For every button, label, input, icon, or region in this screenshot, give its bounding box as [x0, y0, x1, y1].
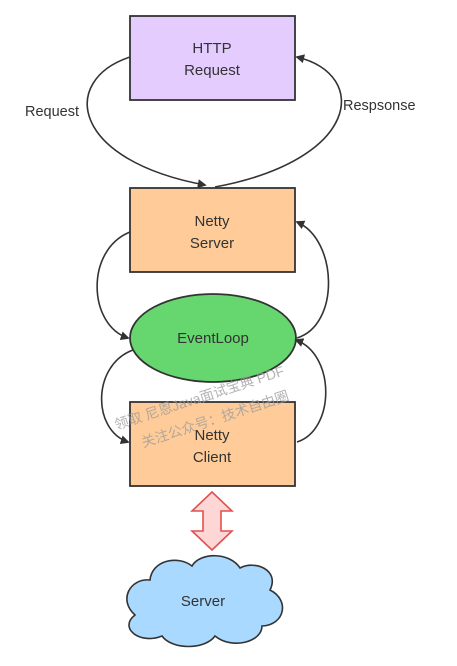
netty-server-line2: Server — [190, 235, 234, 252]
client-to-eventloop-edge — [294, 338, 327, 443]
response-edge — [214, 54, 343, 188]
http-request-line1: HTTP — [192, 40, 231, 57]
eventloop-label: EventLoop — [177, 330, 249, 347]
netty-server-node: Netty Server — [129, 187, 296, 273]
request-edge — [86, 56, 207, 189]
netty-client-line2: Client — [193, 449, 232, 466]
server-label: Server — [181, 593, 225, 610]
response-edge-label: Respsonse — [343, 98, 416, 114]
netty-client-line1: Netty — [194, 427, 230, 444]
http-request-line2: Request — [184, 62, 241, 79]
cloud-icon — [126, 555, 284, 648]
request-edge-label: Request — [25, 104, 79, 120]
eventloop-node: EventLoop — [129, 293, 297, 383]
netty-client-node: Netty Client — [129, 401, 296, 487]
server-node: Server — [126, 555, 284, 648]
bidirectional-arrow-icon — [189, 490, 235, 552]
netty-server-line1: Netty — [194, 213, 230, 230]
server-to-eventloop-edge — [96, 231, 131, 341]
eventloop-to-client-edge — [100, 349, 134, 444]
eventloop-to-server-edge — [295, 220, 330, 339]
http-request-node: HTTP Request — [129, 15, 296, 101]
